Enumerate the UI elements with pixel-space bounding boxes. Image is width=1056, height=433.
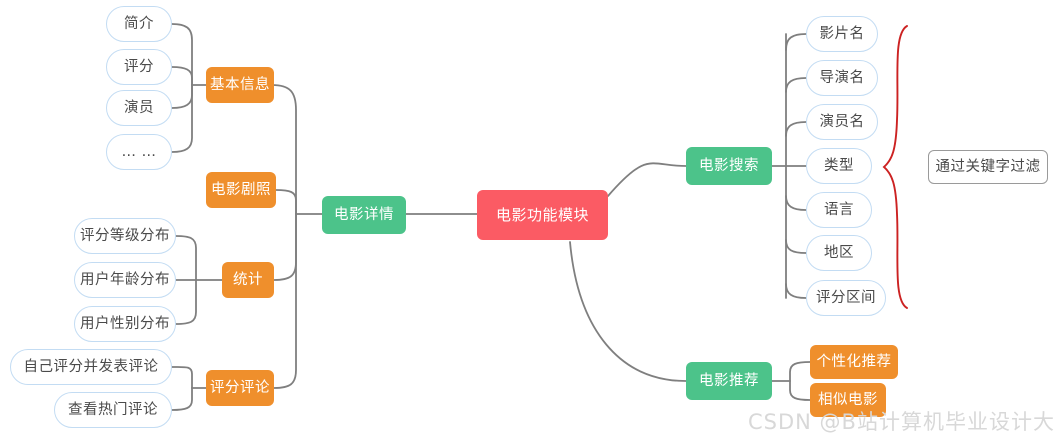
- wire-basic-info-to-more: [171, 84, 193, 153]
- node-label: 地区: [824, 244, 854, 261]
- node-label: 演员: [124, 99, 154, 116]
- leaf-node-director-name[interactable]: 导演名: [806, 60, 878, 96]
- node-label: 基本信息: [210, 76, 270, 93]
- node-label: 评分区间: [816, 289, 876, 306]
- csdn-watermark: CSDN @B站计算机毕业设计大学: [748, 410, 1056, 433]
- node-basic-info[interactable]: 基本信息: [206, 67, 274, 103]
- leaf-node-view-hot-comments[interactable]: 查看热门评论: [54, 392, 172, 428]
- node-label: 电影推荐: [699, 372, 759, 389]
- node-label: 自己评分并发表评论: [23, 358, 159, 375]
- leaf-node-language[interactable]: 语言: [806, 192, 872, 228]
- wire-comment-to-hot: [171, 387, 193, 411]
- node-movie-recommend[interactable]: 电影推荐: [686, 362, 772, 400]
- wire-basic-info-to-actor: [171, 84, 193, 109]
- node-label: 导演名: [819, 69, 865, 86]
- wire-basic-info-to-intro: [171, 23, 193, 86]
- leaf-node-actor-name[interactable]: 演员名: [806, 104, 878, 140]
- leaf-node-rating-grade-distribution[interactable]: 评分等级分布: [74, 218, 176, 254]
- wire-root-to-movie-search: [607, 162, 687, 197]
- wire-statistics-to-grade: [175, 235, 197, 281]
- node-root-movie-function-module[interactable]: 电影功能模块: [477, 190, 608, 240]
- node-label: 用户年龄分布: [80, 271, 170, 288]
- node-label: … …: [121, 143, 157, 160]
- note-filter-by-keyword[interactable]: 通过关键字过滤: [928, 150, 1048, 184]
- leaf-node-intro[interactable]: 简介: [106, 6, 172, 42]
- wire-detail-to-stills: [275, 189, 297, 215]
- wire-statistics-to-gender: [175, 279, 197, 325]
- wire-comment-to-self: [171, 366, 193, 389]
- leaf-node-actor[interactable]: 演员: [106, 90, 172, 126]
- node-label: 电影功能模块: [495, 205, 589, 224]
- node-statistics[interactable]: 统计: [222, 262, 274, 298]
- wire-detail-spine-down: [273, 213, 297, 389]
- node-label: 电影搜索: [699, 157, 759, 174]
- node-label: 影片名: [819, 25, 865, 42]
- leaf-node-rating-range[interactable]: 评分区间: [806, 280, 886, 316]
- leaf-node-user-gender-distribution[interactable]: 用户性别分布: [74, 306, 176, 342]
- node-label: 演员名: [819, 113, 865, 130]
- wire-search-to-director: [785, 77, 807, 93]
- node-movie-detail[interactable]: 电影详情: [322, 196, 406, 234]
- node-label: 类型: [824, 157, 854, 174]
- leaf-node-more[interactable]: … …: [106, 134, 172, 170]
- leaf-node-region[interactable]: 地区: [806, 235, 872, 271]
- wire-basic-info-to-rating: [171, 66, 193, 86]
- leaf-node-user-age-distribution[interactable]: 用户年龄分布: [74, 262, 176, 298]
- leaf-node-film-name[interactable]: 影片名: [806, 16, 878, 52]
- node-label: 语言: [824, 201, 854, 218]
- leaf-node-rating[interactable]: 评分: [106, 49, 172, 85]
- node-label: 简介: [124, 15, 154, 32]
- node-label: 个性化推荐: [816, 353, 892, 370]
- leaf-node-self-rate-and-comment[interactable]: 自己评分并发表评论: [10, 349, 172, 385]
- node-movie-search[interactable]: 电影搜索: [686, 147, 772, 185]
- node-label: 电影详情: [334, 206, 394, 223]
- node-label: 评分: [124, 58, 154, 75]
- node-label: 相似电影: [818, 391, 878, 408]
- node-movie-stills[interactable]: 电影剧照: [206, 172, 276, 208]
- wire-search-to-region: [785, 239, 807, 254]
- node-label: 评分等级分布: [80, 227, 170, 244]
- wire-detail-to-statistics: [273, 213, 297, 281]
- node-label: 查看热门评论: [68, 401, 158, 418]
- wire-search-to-rating-range: [785, 283, 807, 299]
- node-label: 评分评论: [210, 379, 270, 396]
- keyword-filter-brace: [882, 25, 908, 309]
- wire-root-to-movie-recommend: [569, 241, 687, 382]
- node-similar-movie[interactable]: 相似电影: [810, 383, 886, 417]
- node-label: 电影剧照: [211, 181, 271, 198]
- leaf-node-genre[interactable]: 类型: [806, 148, 872, 184]
- node-label: 统计: [233, 271, 263, 288]
- note-label: 通过关键字过滤: [935, 158, 1041, 175]
- wire-search-to-language: [785, 195, 807, 211]
- wire-recommend-to-similar: [789, 380, 811, 401]
- node-personalized-recommend[interactable]: 个性化推荐: [810, 345, 898, 379]
- node-rating-comment[interactable]: 评分评论: [206, 370, 274, 406]
- wire-recommend-to-personalized: [789, 361, 811, 382]
- wire-search-to-actor-name: [785, 121, 807, 137]
- node-label: 用户性别分布: [80, 315, 170, 332]
- wire-search-to-film-name: [785, 33, 807, 51]
